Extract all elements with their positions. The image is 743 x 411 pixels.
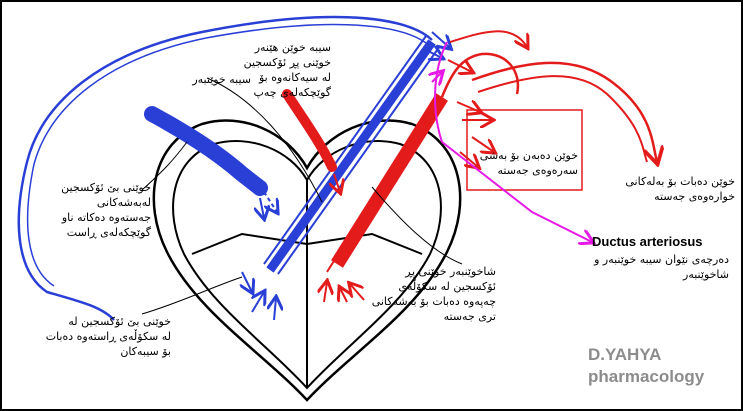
red-pulmonary-vein xyxy=(287,94,332,167)
label-ductus-desc: دەرچەی نێوان سیبە خوێنبەر و شاخوێنبەر xyxy=(594,252,729,282)
watermark-author: D.YAHYA xyxy=(588,345,661,365)
label-right-ventricle: خوێنی بێ ئۆکسجین لە لە سکۆڵەی ڕاستەوە دە… xyxy=(46,314,171,359)
label-ductus-title: Ductus arteriosus xyxy=(592,234,703,249)
leader-rv xyxy=(142,277,242,314)
watermark-subject: pharmacology xyxy=(588,367,704,387)
label-pulmonary-vein: سیبە خوێن هێنەر خوێنی پڕ ئۆکسجین لە سیەک… xyxy=(244,40,331,100)
red-aorta xyxy=(337,97,442,264)
label-aorta: شاخوێنبەر خوێنی پڕ ئۆکسجین لە سکۆڵەی چەپ… xyxy=(372,264,496,324)
right-valve-line xyxy=(307,234,422,254)
label-deoxygenated-body: خوێنی بێ ئۆکسجین لەبەشەکانی جەستەوە دەکا… xyxy=(61,180,151,240)
label-to-upper-body: خوێن دەبەن بۆ بەشی سەرەوەی جەستە xyxy=(480,148,578,178)
label-to-lower-body: خوێن دەبات بۆ بەلەکانی خوارەوەی جەستە xyxy=(625,174,735,204)
label-pulmonary-artery: سیبە خوێنبەر xyxy=(192,72,251,87)
